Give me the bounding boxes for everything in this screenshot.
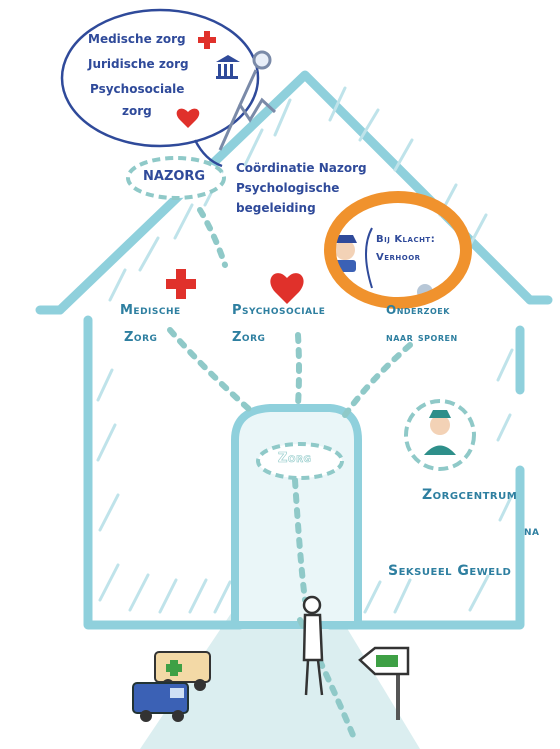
psychologische: Psychologische (236, 181, 340, 195)
medische-zorg-label: Zorg (124, 330, 158, 345)
zorg-oval (256, 442, 344, 480)
begeleiding: begeleiding (236, 201, 316, 215)
zorgcentrum-label: Zorgcentrum (422, 487, 518, 503)
bubble-juridische-zorg: Juridische zorg (88, 57, 189, 71)
heart-icon (270, 273, 304, 304)
bubble-tail (193, 139, 223, 168)
na-label: na (524, 524, 540, 539)
bij-klacht: Bij Klacht: (376, 234, 436, 245)
person-icon (218, 50, 277, 151)
courthouse-icon (216, 55, 240, 79)
signpost-icon (358, 646, 410, 720)
heart-icon (176, 108, 200, 128)
coordinatie-nazorg: Coördinatie Nazorg (236, 161, 367, 175)
verhoor: Verhoor (376, 252, 421, 263)
zorg-center-label: Zorg (278, 451, 312, 466)
red-cross-icon (166, 269, 196, 299)
walkway (140, 600, 420, 749)
bubble-zorg: zorg (122, 104, 152, 118)
bubble-psychosociale: Psychosociale (90, 82, 185, 96)
nazorg-oval (126, 156, 226, 200)
seksueel-geweld-label: Seksueel Geweld (388, 563, 512, 579)
gear-icon (404, 399, 476, 471)
naar-sporen-label: naar sporen (386, 330, 458, 344)
psychosociale-label: Psychosociale (232, 303, 326, 318)
person-icon (302, 595, 324, 696)
psychosociale-zorg-label: Zorg (232, 330, 266, 345)
nurse-icon (424, 410, 456, 455)
highlight-circle (324, 191, 472, 309)
van-icon (132, 682, 189, 722)
nazorg-badge: NAZORG (143, 169, 206, 184)
red-cross-icon (198, 31, 216, 49)
medische-label: Medische (120, 303, 181, 318)
onderzoek-label: Onderzoek (386, 303, 450, 317)
bubble-medische-zorg: Medische zorg (88, 32, 186, 46)
